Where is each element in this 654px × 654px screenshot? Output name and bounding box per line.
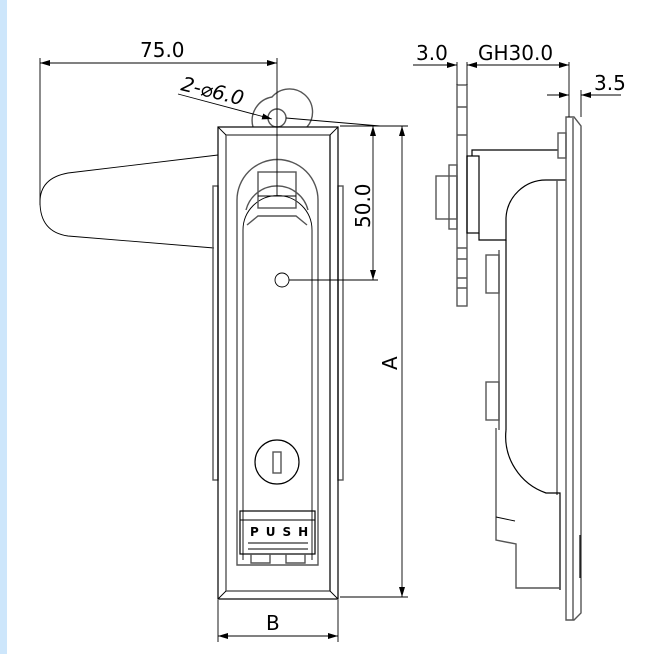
dim-handle-length: 75.0 [140,38,185,62]
key-lock [254,439,300,485]
dim-flange-thickness: 3.5 [594,71,626,95]
nut [435,175,458,220]
frame-bevel [225,134,331,592]
side-view [435,84,582,621]
key-slot [272,451,282,474]
mounting-lug [251,88,314,128]
push-button [239,510,316,555]
flange [565,116,582,621]
dim-grip-range: GH30.0 [478,41,553,65]
dim-panel-thickness: 3.0 [416,41,448,65]
mounting-hole-bottom [274,272,290,288]
side-tab-right [337,185,344,481]
door-panel [456,84,468,307]
dim-hole-spacing: 50.0 [351,183,375,228]
push-label: PUSH [250,525,315,539]
left-edge-strip [0,0,7,654]
side-tab-left [212,185,219,481]
frame-outer [217,126,339,600]
front-view: PUSH [39,88,378,600]
dim-height-a: A [378,356,402,370]
front-dimensions: 75.0 2-⌀6.0 50.0 A B [39,38,408,642]
dim-width-b: B [266,611,280,635]
recess [236,158,319,566]
handle-lever [39,154,219,249]
screw-upper [485,254,500,294]
screw-lower [485,381,500,421]
dim-holes: 2-⌀6.0 [179,72,247,111]
side-dimensions: 3.0 GH30.0 3.5 [413,41,626,117]
